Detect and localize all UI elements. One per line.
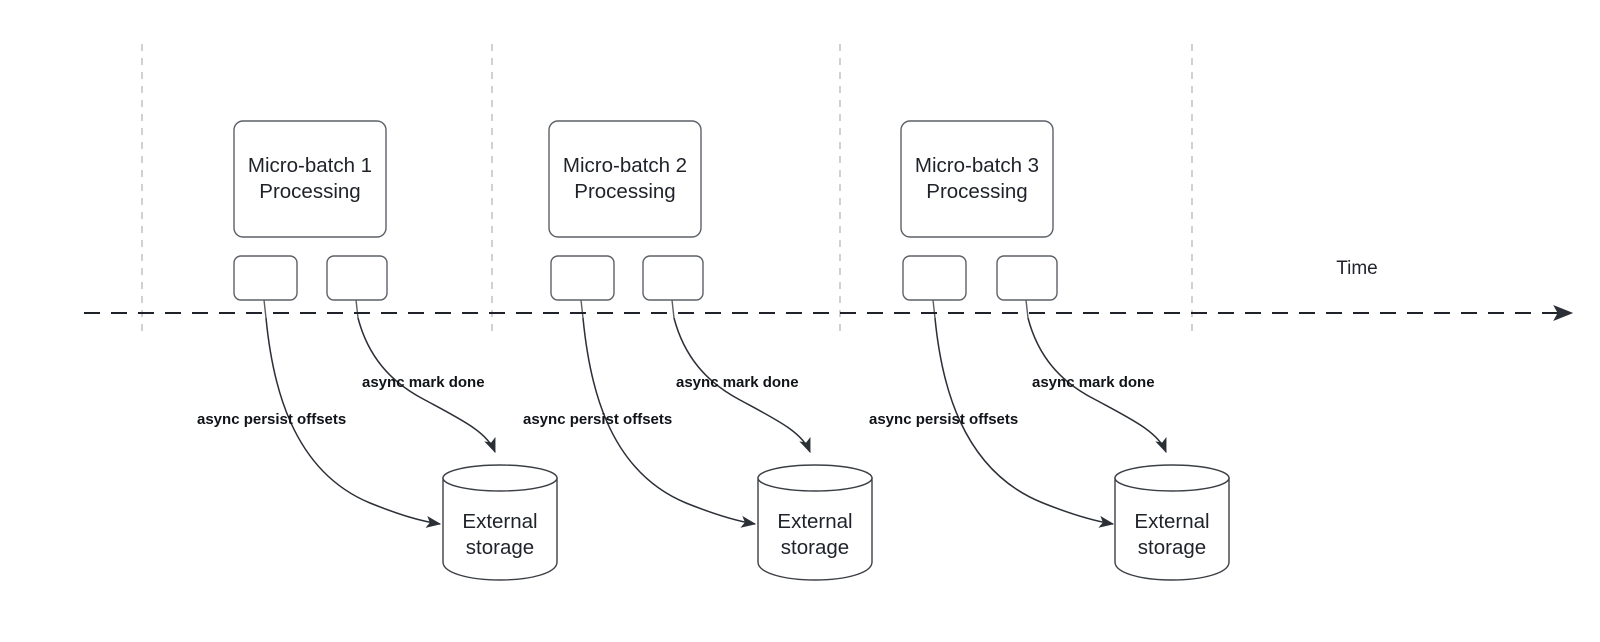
micro-batch-2-box[interactable] — [548, 120, 702, 238]
group-3-mark-done-label: async mark done — [1032, 374, 1155, 391]
group-2-mark-done-label: async mark done — [676, 374, 799, 391]
micro-batch-2-task-left-stem — [580, 299, 584, 319]
group-2-external-storage-cylinder[interactable] — [757, 464, 873, 581]
micro-batch-2-task-right-stem — [671, 299, 675, 319]
group-2-storage-label-line1: External — [777, 510, 852, 533]
group-3-persist-offsets-arrow — [934, 317, 1115, 528]
group-2-mark-done-arrow — [673, 317, 811, 454]
group-1-external-storage-cylinder[interactable] — [442, 464, 558, 581]
micro-batch-3-task-right-stem — [1025, 299, 1029, 319]
micro-batch-1-label-line1: Micro-batch 1 — [248, 154, 372, 177]
micro-batch-2-label-line1: Micro-batch 2 — [563, 154, 687, 177]
group-1: Micro-batch 1 Processing async persist o… — [197, 120, 558, 581]
micro-batch-1-task-right-stem — [355, 299, 359, 319]
micro-batch-2-task-left-box[interactable] — [550, 255, 615, 301]
micro-batch-1-task-right-box[interactable] — [326, 255, 388, 301]
group-3: Micro-batch 3 Processing async persist o… — [869, 120, 1230, 581]
group-3-storage-label-line1: External — [1134, 510, 1209, 533]
batch-boundary-ticks — [141, 44, 1193, 338]
group-1-persist-offsets-arrow — [265, 317, 442, 528]
group-3-external-storage-cylinder[interactable] — [1114, 464, 1230, 581]
micro-batch-3-box[interactable] — [900, 120, 1054, 238]
group-1-mark-done-label: async mark done — [362, 374, 485, 391]
group-1-mark-done-arrow — [357, 317, 496, 454]
micro-batch-2-task-right-box[interactable] — [642, 255, 704, 301]
micro-batch-3-task-right-box[interactable] — [996, 255, 1058, 301]
group-3-storage-label-line2: storage — [1138, 536, 1206, 559]
micro-batch-3-task-left-box[interactable] — [902, 255, 967, 301]
group-3-persist-offsets-label: async persist offsets — [869, 411, 1018, 428]
group-3-mark-done-arrow — [1027, 317, 1167, 454]
time-axis-label: Time — [1336, 258, 1378, 279]
micro-batch-3-task-left-stem — [932, 299, 936, 319]
micro-batch-1-label-line2: Processing — [259, 180, 360, 203]
group-2-persist-offsets-label: async persist offsets — [523, 411, 672, 428]
group-1-storage-label-line1: External — [462, 510, 537, 533]
micro-batch-1-task-left-box[interactable] — [233, 255, 298, 301]
micro-batch-3-label-line2: Processing — [926, 180, 1027, 203]
group-1-persist-offsets-label: async persist offsets — [197, 411, 346, 428]
group-2-storage-label-line2: storage — [781, 536, 849, 559]
micro-batch-1-box[interactable] — [233, 120, 387, 238]
micro-batch-2-label-line2: Processing — [574, 180, 675, 203]
micro-batch-3-label-line1: Micro-batch 3 — [915, 154, 1039, 177]
group-1-storage-label-line2: storage — [466, 536, 534, 559]
group-2: Micro-batch 2 Processing async persist o… — [523, 120, 873, 581]
group-2-persist-offsets-arrow — [582, 317, 757, 528]
micro-batch-1-task-left-stem — [263, 299, 267, 319]
